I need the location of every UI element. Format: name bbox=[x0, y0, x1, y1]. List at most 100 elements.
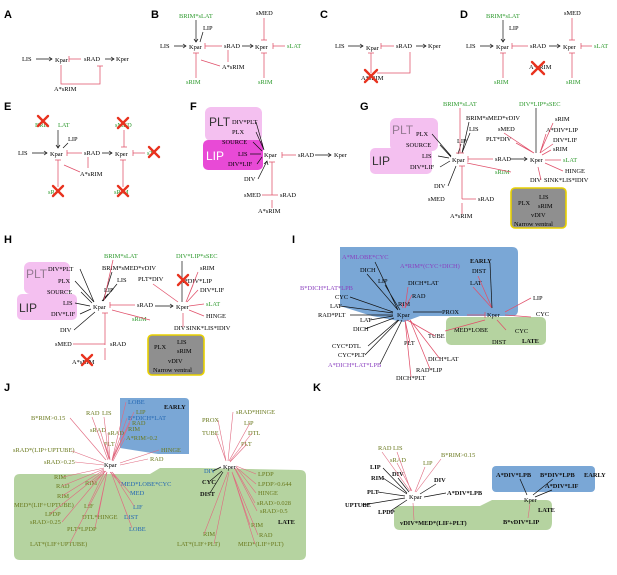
node-rim-4: RIM bbox=[85, 480, 97, 487]
node-lpdp-2: LPDP bbox=[258, 471, 274, 478]
edge bbox=[55, 130, 61, 149]
node-smed: sMED bbox=[55, 341, 72, 348]
node-dist: DIST bbox=[124, 514, 138, 521]
node-srim-green: sRIM bbox=[495, 169, 510, 176]
node-kper: Kper bbox=[487, 312, 501, 319]
node-a-rim: A*RIM>0.2 bbox=[126, 435, 157, 442]
node-lis-2: LIS bbox=[117, 277, 127, 284]
box-plx: PLX bbox=[518, 200, 530, 207]
node-cyc: CYC bbox=[202, 479, 216, 486]
node-plt: PLT bbox=[104, 441, 115, 448]
edge bbox=[250, 121, 265, 165]
node-hinge-2: HINGE bbox=[258, 490, 278, 497]
node-div-lif: DIV*LIF bbox=[410, 164, 435, 171]
node-plt-lpdp: PLT*LPDP bbox=[67, 526, 97, 533]
node-kper: Kper bbox=[176, 304, 190, 311]
node-kper: Kper bbox=[524, 497, 538, 504]
node-b-dich-lat: B*DICH*LAT bbox=[128, 415, 166, 422]
lip-box-label: LIP bbox=[19, 301, 37, 315]
node-st: sT bbox=[147, 150, 153, 157]
edge bbox=[32, 150, 48, 156]
node-smed: sMED bbox=[244, 192, 261, 199]
node-lip: LIP bbox=[378, 278, 388, 285]
plt-box-label: PLT bbox=[209, 115, 231, 129]
node-kper: Kper bbox=[115, 151, 129, 158]
node-med-lobe-cyc: MED*LOBE*CYC bbox=[121, 481, 171, 488]
node-srim-2: sRIM bbox=[566, 79, 581, 86]
node-srad: sRAD bbox=[224, 43, 240, 50]
narrow-ventral-label: Narrow ventral bbox=[153, 367, 192, 374]
node-a-rim-cyc-dich: A*RIM*(CYC+DICH) bbox=[400, 263, 460, 270]
panel-f: F PLT LIP DIV*PLT PLX SOURCE LIS DIV*LIF… bbox=[190, 101, 348, 215]
node-cyc: CYC bbox=[335, 294, 348, 301]
edge bbox=[242, 43, 254, 49]
node-b-vdiv-lip: B*vDIV*LIP bbox=[503, 519, 539, 526]
plt-box-label: PLT bbox=[26, 267, 48, 281]
node-sr: sR bbox=[48, 189, 55, 196]
node-med-lif-uptube: MED*(LIF+UPTUBE) bbox=[14, 502, 74, 509]
edge bbox=[63, 157, 89, 173]
panel-g: G PLT LIP BRIM*sLAT DIV*LIP*sSEC PLX SOU… bbox=[360, 101, 589, 229]
node-dich-lat-2: DICH*LAT bbox=[428, 356, 459, 363]
node-srad-lip-uptube: sRAD*(LIP+UPTUBE) bbox=[13, 447, 74, 454]
node-rad-lip: RAD*LIP bbox=[416, 367, 443, 374]
early-label: EARLY bbox=[164, 404, 186, 411]
node-srad-3: sRAD>0.25 bbox=[30, 519, 61, 526]
node-lis: LIS bbox=[18, 150, 28, 157]
node-div-lif: DIV*LIF bbox=[51, 311, 76, 318]
edge bbox=[480, 43, 494, 49]
edge bbox=[102, 150, 113, 156]
knockout-x-icon bbox=[363, 68, 379, 84]
early-label: EARLY bbox=[584, 472, 606, 479]
node-srad-2: sRAD bbox=[108, 430, 124, 437]
node-slat: sLAT bbox=[563, 157, 577, 164]
node-dist: DIST bbox=[472, 268, 486, 275]
node-a-div-lip: A*DIV*LIP bbox=[180, 278, 212, 285]
edge-set-red bbox=[73, 271, 205, 360]
node-lis-2: LIS bbox=[469, 126, 479, 133]
node-tube: TUBE bbox=[428, 333, 445, 340]
box-srim: sRIM bbox=[538, 203, 553, 210]
node-lpdp: LPDP bbox=[378, 509, 395, 516]
lip-box bbox=[17, 294, 77, 320]
edge-set-red bbox=[49, 401, 259, 545]
panel-label-a: A bbox=[4, 9, 12, 21]
knockout-x-icon bbox=[51, 184, 65, 198]
panel-label-b: B bbox=[151, 9, 159, 21]
panel-label-g: G bbox=[360, 101, 369, 113]
node-brim-slat: BRIM*sLAT bbox=[486, 13, 520, 20]
edge bbox=[257, 160, 269, 180]
box-plx: PLX bbox=[154, 344, 166, 351]
node-lat-2: LAT bbox=[330, 303, 342, 310]
node-rim: RIM bbox=[371, 475, 384, 482]
panel-label-i: I bbox=[292, 234, 295, 246]
node-plx: PLX bbox=[416, 131, 428, 138]
lip-box-label: LIP bbox=[372, 154, 390, 168]
node-hinge: HINGE bbox=[161, 447, 181, 454]
edge bbox=[200, 50, 229, 67]
node-srim: sRIM bbox=[555, 116, 570, 123]
edge-set-red bbox=[459, 122, 564, 214]
edge bbox=[199, 31, 204, 43]
node-dist-2: DIST bbox=[200, 491, 216, 498]
node-cyc-dtl: CYC*DTL bbox=[332, 343, 361, 350]
node-asrim: A*sRIM bbox=[258, 208, 281, 215]
edge bbox=[262, 161, 278, 196]
node-srad: sRAD bbox=[90, 427, 106, 434]
knockout-x-icon bbox=[147, 145, 161, 159]
edge bbox=[204, 43, 222, 49]
node-asrim: A*sRIM bbox=[529, 64, 552, 71]
lip-box bbox=[203, 140, 263, 170]
node-plt: PLT bbox=[367, 489, 380, 496]
node-srim-2: sRIM bbox=[553, 146, 568, 153]
node-cyc-plt: CYC*PLT bbox=[338, 352, 365, 359]
late-label: LATE bbox=[538, 507, 555, 514]
node-brim-slat: BRIM*sLAT bbox=[179, 13, 213, 20]
node-sink: SINK*LIS*IDIV bbox=[186, 325, 231, 332]
node-lis: LIS bbox=[102, 410, 112, 417]
box-vdiv: vDIV bbox=[531, 212, 546, 219]
panel-d: D BRIM*sLAT LIP LIS Kpar sRAD Kper sMED … bbox=[460, 9, 608, 86]
node-div-2: DIV bbox=[434, 183, 446, 190]
node-kper: Kper bbox=[563, 44, 577, 51]
edge-set bbox=[431, 121, 471, 187]
